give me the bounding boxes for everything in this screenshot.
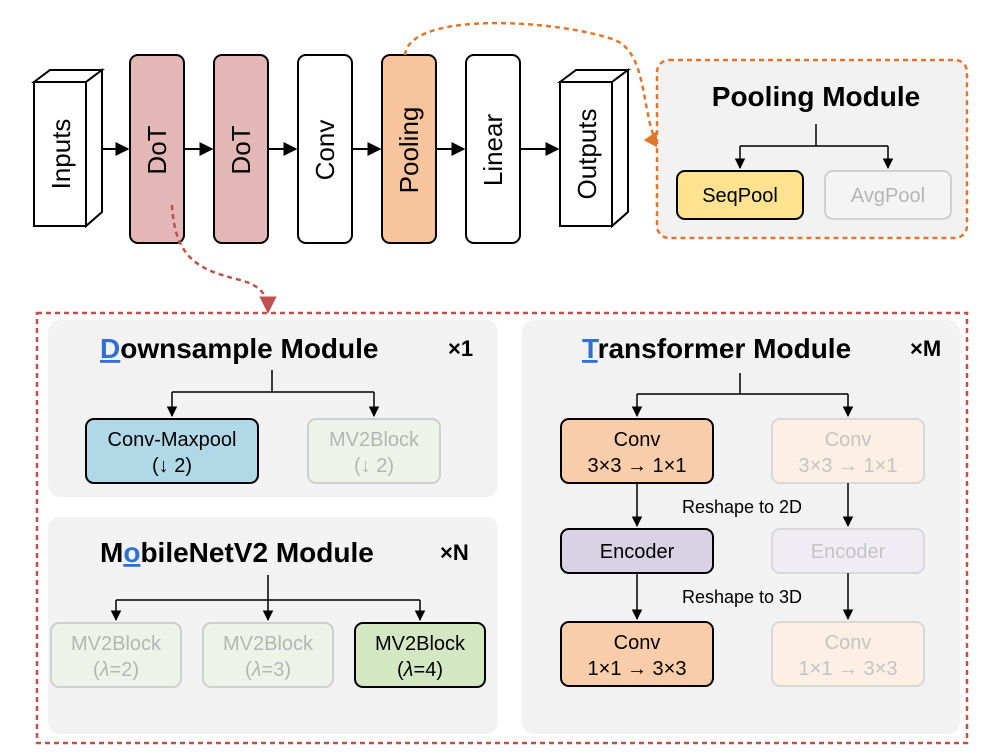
mv2block-lambda3-symbol: λ (251, 659, 262, 681)
transformer-conv-b-line2: 1×1 → 3×3 (588, 658, 687, 680)
ghost-conv-b-box (771, 621, 925, 687)
transformer-module-panel: Transformer Module ×M Conv 3×3 → 1×1 Res… (522, 320, 960, 734)
transformer-tree (637, 373, 848, 395)
ghost-conv-b-line1: Conv (825, 632, 872, 654)
inputs-block: Inputs (31, 68, 105, 229)
downsample-multiplier: ×1 (448, 336, 473, 361)
linear-label: Linear (478, 114, 508, 187)
dot-block-2: DoT (213, 54, 269, 244)
avgpool-label: AvgPool (851, 185, 925, 207)
ghost-conv-a-line2: 3×3 → 1×1 (799, 455, 898, 477)
ghost-conv-a-line1: Conv (825, 429, 872, 451)
reshape-2d-label: Reshape to 2D (682, 497, 802, 517)
dot-label-2: DoT (226, 125, 256, 174)
mv2block-lambda3-line1: MV2Block (223, 633, 314, 655)
mobilenet-title-pre: M (100, 537, 123, 568)
transformer-conv-a-line1: Conv (614, 429, 661, 451)
mv2block-lambda2-value: =2 (110, 659, 133, 681)
mv2block-lambda4-symbol: λ (403, 659, 414, 681)
seqpool-box (676, 170, 804, 220)
ghost-conv-b-line2: 1×1 → 3×3 (799, 658, 898, 680)
pooling-module-tree (740, 124, 888, 147)
pooling-module-title: Pooling Module (712, 81, 920, 112)
mv2block-lambda2-box (50, 622, 182, 688)
dot-connector-dashed (170, 204, 277, 314)
svg-text:MobileNetV2 Module: MobileNetV2 Module (100, 537, 374, 568)
mobilenet-title-rest: bileNetV2 Module (140, 537, 373, 568)
svg-text:Downsample Module: Downsample Module (100, 333, 378, 364)
mv2block-lambda2-line1: MV2Block (71, 633, 162, 655)
encoder-label: Encoder (600, 541, 675, 563)
pooling-module-panel: Pooling Module SeqPool AvgPool (655, 58, 969, 240)
mv2block-lambda4-value: =4 (414, 659, 437, 681)
pooling-connector-dashed (403, 21, 662, 150)
mobilenet-module-panel: MobileNetV2 Module ×N MV2Block (λ=2) MV2… (48, 517, 498, 734)
dot-block-1: DoT (129, 54, 185, 244)
ghost-encoder-label: Encoder (811, 541, 886, 563)
conv-label: Conv (310, 120, 340, 181)
mv2block-lambda4-box (354, 622, 486, 688)
pooling-block: Pooling (381, 54, 437, 244)
mv2block-lambda3-value: =3 (262, 659, 285, 681)
pooling-label: Pooling (394, 107, 424, 194)
transformer-conv-b-line1: Conv (614, 632, 661, 654)
linear-block: Linear (465, 54, 521, 244)
transformer-title-rest: ransformer Module (598, 333, 852, 364)
mobilenet-multiplier: ×N (440, 540, 469, 565)
downsample-module-panel: Downsample Module ×1 Conv-Maxpool (↓ 2) … (48, 320, 498, 497)
transformer-multiplier: ×M (910, 336, 941, 361)
avgpool-box (824, 170, 952, 220)
conv-maxpool-box (85, 418, 259, 484)
outputs-block: Outputs (557, 68, 631, 229)
downsample-mv2block-box (307, 418, 441, 484)
downsample-title-initial: D (100, 333, 120, 364)
svg-text:Transformer Module: Transformer Module (582, 333, 851, 364)
transformer-conv-b-box (560, 621, 714, 687)
outputs-label: Outputs (572, 108, 602, 199)
transformer-title-initial: T (582, 333, 599, 364)
downsample-tree (172, 370, 374, 393)
conv-maxpool-line1: Conv-Maxpool (108, 429, 237, 451)
dot-label-1: DoT (142, 125, 172, 174)
svg-text:(λ=3): (λ=3) (245, 659, 291, 681)
mv2block-lambda4-line1: MV2Block (375, 633, 466, 655)
mv2block-lambda3-box (202, 622, 334, 688)
reshape-3d-label: Reshape to 3D (682, 587, 802, 607)
svg-text:(λ=2): (λ=2) (93, 659, 139, 681)
downsample-title-rest: ownsample Module (120, 333, 378, 364)
inputs-label: Inputs (46, 119, 76, 190)
mv2block-lambda2-symbol: λ (99, 659, 110, 681)
svg-text:(λ=4): (λ=4) (397, 659, 443, 681)
mobilenet-title-highlight: o (123, 537, 140, 568)
conv-maxpool-line2: (↓ 2) (152, 455, 192, 477)
transformer-conv-a-line2: 3×3 → 1×1 (588, 455, 687, 477)
downsample-mv2block-line1: MV2Block (329, 429, 420, 451)
dot-detail-frame (35, 311, 969, 745)
conv-block: Conv (297, 54, 353, 244)
downsample-mv2block-line2: (↓ 2) (354, 455, 394, 477)
seqpool-label: SeqPool (702, 185, 778, 207)
